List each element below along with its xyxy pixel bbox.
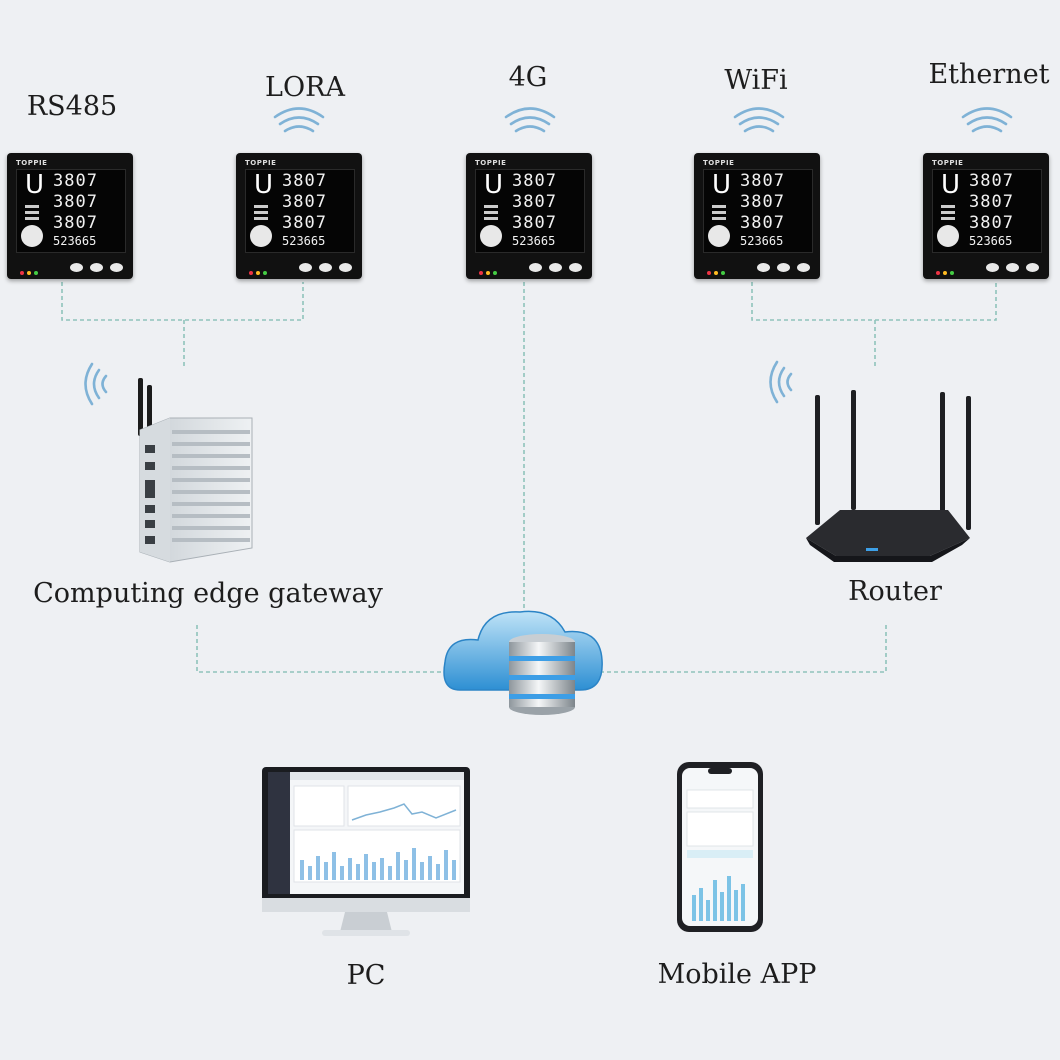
meter-brand: TOPPIE xyxy=(245,159,277,167)
meter-reading-3: 3807 xyxy=(53,213,98,233)
wifi-signal-icon-4g xyxy=(504,107,556,133)
meter-brand: TOPPIE xyxy=(703,159,735,167)
meter-reading-2: 3807 xyxy=(512,192,557,212)
wifi-signal-icon-router xyxy=(769,360,793,404)
meter-symbol: U xyxy=(941,170,961,200)
label-wifi: WiFi xyxy=(724,65,788,96)
wifi-signal-icon-ethernet xyxy=(961,107,1013,133)
label-router: Router xyxy=(848,576,942,607)
meter-reading-4: 523665 xyxy=(512,234,556,248)
power-meter-lora: TOPPIE U 3807 3807 3807 523665 xyxy=(236,153,362,279)
label-4g: 4G xyxy=(508,62,548,93)
meter-brand: TOPPIE xyxy=(16,159,48,167)
wifi-signal-icon-lora xyxy=(273,107,325,133)
database-stack xyxy=(509,634,575,715)
label-lora: LORA xyxy=(265,72,345,103)
meter-symbol: U xyxy=(712,170,732,200)
power-meter-4g: TOPPIE U 3807 3807 3807 523665 xyxy=(466,153,592,279)
meter-reading-2: 3807 xyxy=(53,192,98,212)
meter-reading-1: 3807 xyxy=(969,171,1014,191)
router-device xyxy=(806,390,971,562)
meter-reading-2: 3807 xyxy=(282,192,327,212)
label-gateway: Computing edge gateway xyxy=(33,578,383,609)
meter-reading-3: 3807 xyxy=(512,213,557,233)
meter-dial xyxy=(937,225,959,247)
label-pc: PC xyxy=(346,960,386,991)
meter-reading-4: 523665 xyxy=(969,234,1013,248)
meter-symbol: U xyxy=(484,170,504,200)
meter-dial xyxy=(250,225,272,247)
label-rs485: RS485 xyxy=(26,91,118,122)
meter-dial xyxy=(21,225,43,247)
meter-reading-1: 3807 xyxy=(740,171,785,191)
mobile-phone xyxy=(677,762,763,932)
meter-reading-4: 523665 xyxy=(53,234,97,248)
meter-brand: TOPPIE xyxy=(475,159,507,167)
edge-gateway-device xyxy=(138,378,253,563)
meter-reading-2: 3807 xyxy=(969,192,1014,212)
antenna-icon xyxy=(138,378,143,436)
meter-reading-1: 3807 xyxy=(512,171,557,191)
power-meter-rs485: TOPPIE U 3807 3807 3807 523665 xyxy=(7,153,133,279)
meter-symbol: U xyxy=(25,170,45,200)
meter-brand: TOPPIE xyxy=(932,159,964,167)
meter-reading-3: 3807 xyxy=(740,213,785,233)
meter-reading-3: 3807 xyxy=(969,213,1014,233)
connector-lines xyxy=(61,282,997,673)
label-mobile-app: Mobile APP xyxy=(657,959,817,990)
meter-dial xyxy=(480,225,502,247)
pc-monitor xyxy=(262,767,470,936)
meter-reading-2: 3807 xyxy=(740,192,785,212)
meter-reading-1: 3807 xyxy=(53,171,98,191)
meter-symbol: U xyxy=(254,170,274,200)
power-meter-wifi: TOPPIE U 3807 3807 3807 523665 xyxy=(694,153,820,279)
meter-dial xyxy=(708,225,730,247)
power-meter-ethernet: TOPPIE U 3807 3807 3807 523665 xyxy=(923,153,1049,279)
meter-reading-4: 523665 xyxy=(282,234,326,248)
wifi-signal-icon-gateway xyxy=(84,362,108,406)
cloud-database-icon xyxy=(443,610,603,715)
antenna-icon xyxy=(147,385,152,435)
meter-reading-4: 523665 xyxy=(740,234,784,248)
wifi-signal-icon-wifi xyxy=(733,107,785,133)
meter-reading-3: 3807 xyxy=(282,213,327,233)
meter-reading-1: 3807 xyxy=(282,171,327,191)
label-ethernet: Ethernet xyxy=(928,59,1050,90)
